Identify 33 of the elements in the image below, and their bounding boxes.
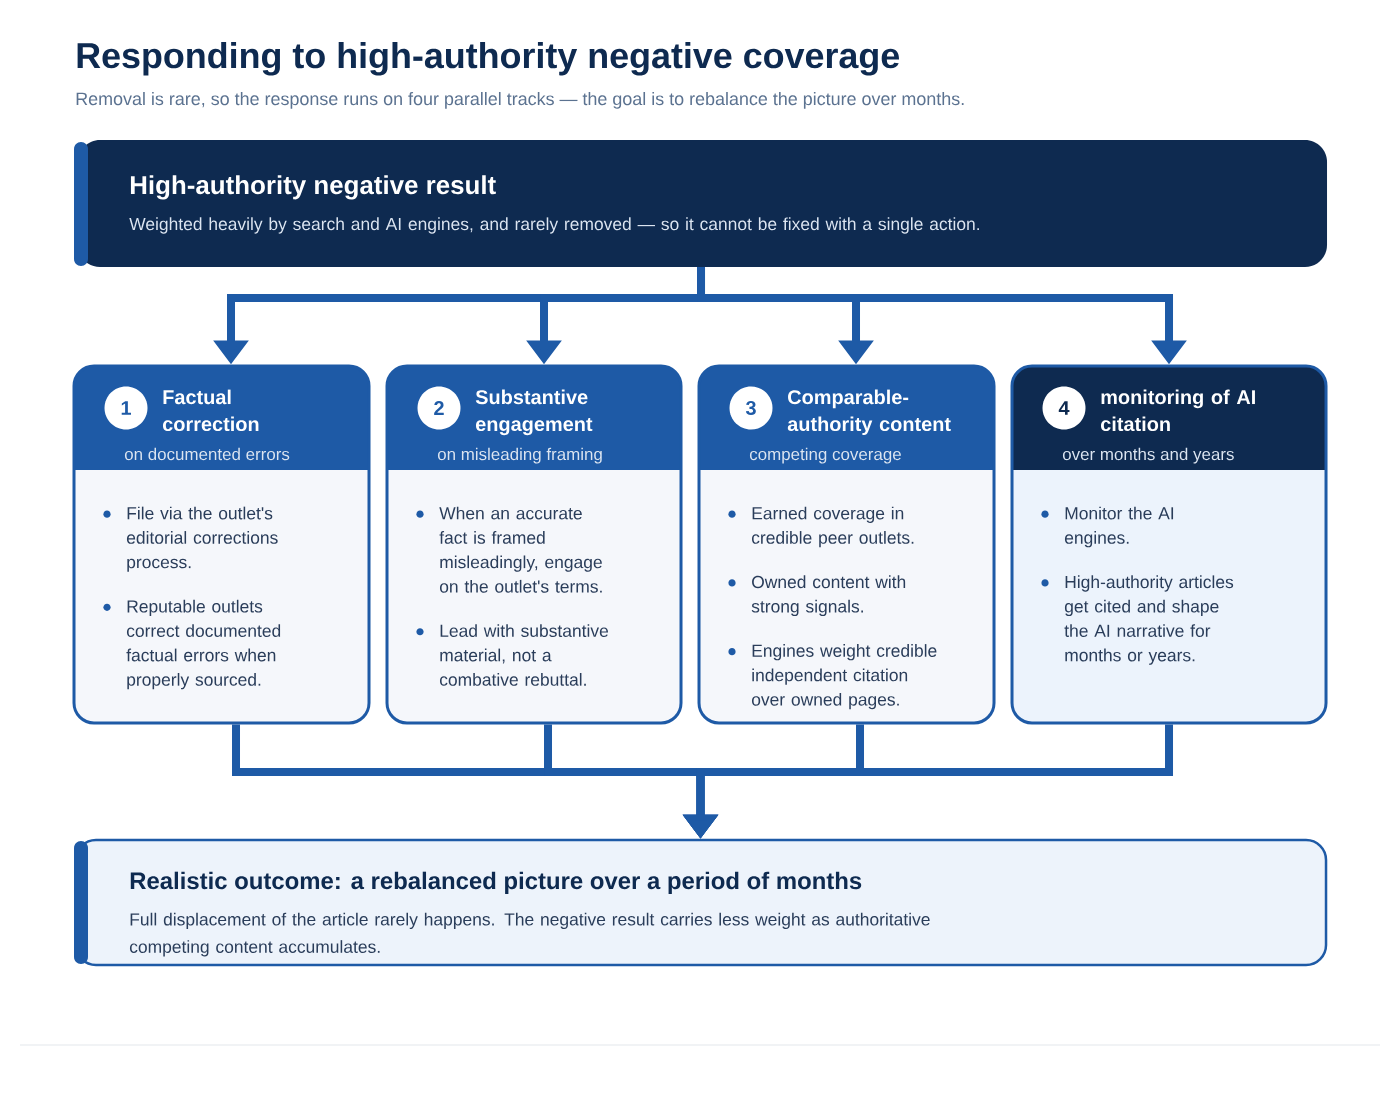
number-badge: 1 xyxy=(104,386,148,430)
card-heading: Factual correction xyxy=(163,389,259,432)
card-subtitle: on misleading framing xyxy=(437,447,602,464)
card-subtitle: on documented errors xyxy=(124,447,290,461)
subtitle: Removal is rare, so the response runs on four parallel tracks — the goal is to rebalance the picture over months. xyxy=(76,92,964,109)
title: Responding to high-authority negative coverage xyxy=(77,42,899,76)
bullet-text: Lead with substantive material, not a combative rebuttal. xyxy=(439,624,608,686)
outcome-box xyxy=(74,838,1328,967)
outcome-heading: Realistic outcome: a rebalanced picture over a period of months xyxy=(130,871,862,894)
track-card xyxy=(1010,364,1328,725)
card-subtitle: competing coverage xyxy=(749,447,901,464)
bullet-text: When an accurate fact is framed misleadingly, engage on the outlet's terms. xyxy=(439,506,602,593)
card-subtitle: over months and years xyxy=(1062,447,1234,464)
card-heading: Substantive engagement xyxy=(475,389,593,436)
bullet-text: Owned content with strong signals. xyxy=(751,575,906,617)
track-card xyxy=(385,364,683,725)
banner-heading: High-authority negative result xyxy=(130,175,496,200)
number-badge: 2 xyxy=(417,386,461,430)
track-card xyxy=(72,364,371,725)
bullet-text: High-authority articles get cited and shape the AI narrative for months or years. xyxy=(1064,575,1234,665)
outcome-text: Full displacement of the article rarely happens. The negative result carries less weight as authoritative competing content accumulates. xyxy=(129,912,930,957)
card-heading: Comparable-authority content xyxy=(787,389,951,436)
banner-text: Weighted heavily by search and AI engines, and rarely removed — so it cannot be fixed with a single action. xyxy=(129,217,979,234)
bullet-text: File via the outlet's editorial corrections process. xyxy=(126,506,278,572)
track-card xyxy=(697,364,996,725)
number-badge: 4 xyxy=(1042,386,1086,430)
card-heading: monitoring of AI citation xyxy=(1101,389,1255,432)
bullet-text: Earned coverage in credible peer outlets. xyxy=(751,506,914,548)
number-badge: 3 xyxy=(729,386,773,430)
banner xyxy=(74,140,1327,267)
bullet-text: Engines weight credible independent citation over owned pages. xyxy=(751,644,937,710)
bullet-text: Monitor the AI engines. xyxy=(1064,506,1174,548)
bullet-text: Reputable outlets correct documented factual errors when properly sourced. xyxy=(126,599,281,690)
